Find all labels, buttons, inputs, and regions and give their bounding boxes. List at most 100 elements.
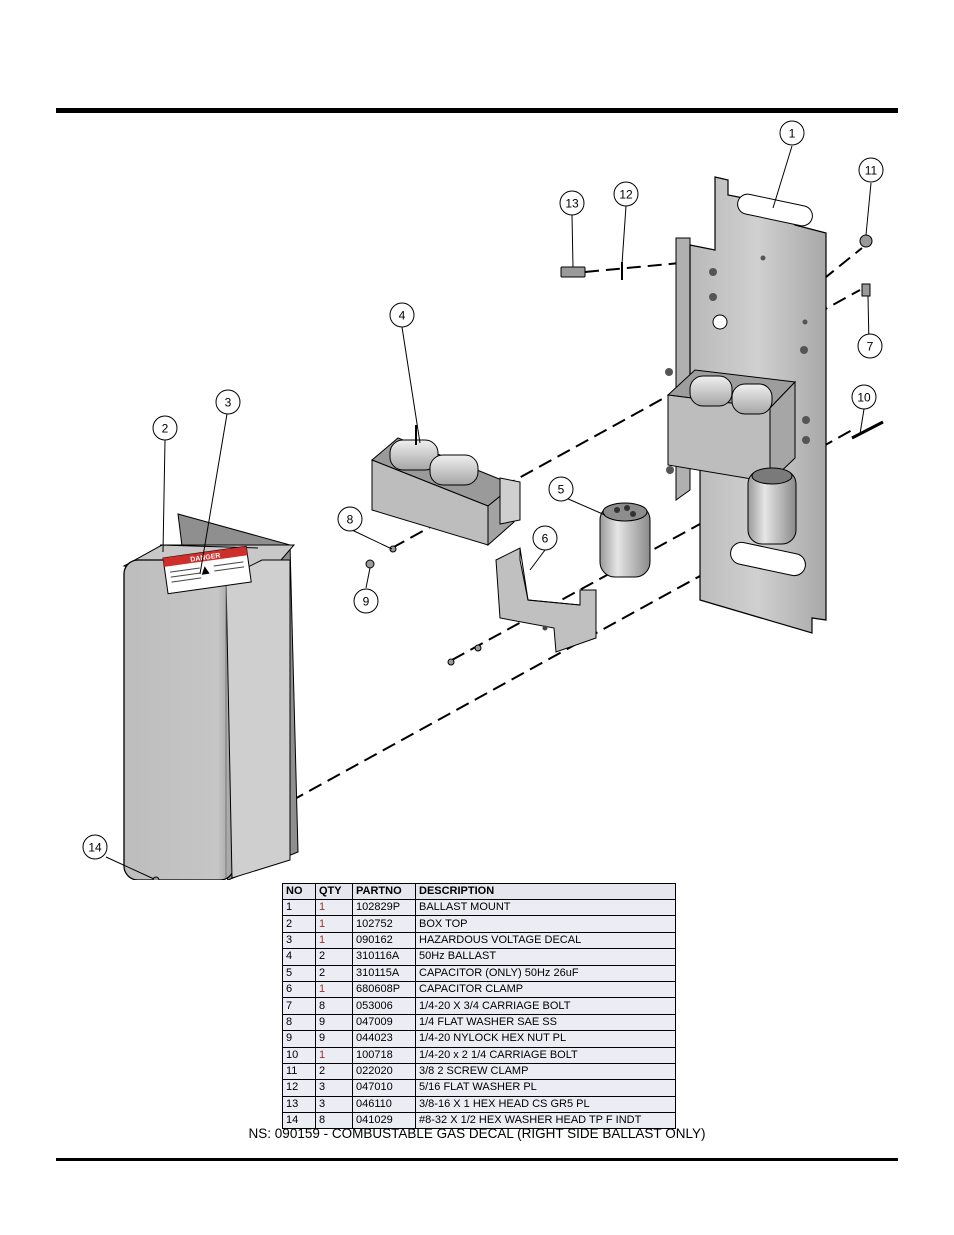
cell-partno: 041029 (352, 1112, 416, 1130)
balloon-9: 9 (353, 588, 379, 614)
cell-no: 11 (282, 1062, 316, 1081)
svg-text:7: 7 (867, 340, 874, 354)
cell-partno: 047010 (352, 1079, 416, 1097)
cell-desc: 5/16 FLAT WASHER PL (415, 1079, 676, 1097)
cell-desc: CAPACITOR CLAMP (415, 980, 676, 999)
cell-no: 2 (282, 915, 316, 933)
balloon-6: 6 (532, 525, 558, 551)
leader-lines (105, 145, 872, 880)
ballast (371, 425, 521, 547)
cell-desc: BALLAST MOUNT (415, 898, 676, 917)
cell-no: 6 (282, 980, 316, 999)
cell-partno: 102829P (352, 898, 416, 917)
cell-qty: 2 (315, 948, 353, 966)
cell-no: 5 (282, 964, 316, 982)
cell-desc: 3/8 2 SCREW CLAMP (415, 1062, 676, 1081)
svg-text:6: 6 (542, 532, 549, 546)
cell-qty: 1 (315, 898, 353, 917)
cell-desc: 50Hz BALLAST (415, 948, 676, 966)
balloon-1: 1 (779, 120, 805, 146)
cell-no: 4 (282, 948, 316, 966)
cell-no: 13 (282, 1095, 316, 1114)
cell-qty: 1 (315, 915, 353, 933)
svg-text:8: 8 (347, 513, 354, 527)
balloon-12: 12 (613, 181, 639, 207)
svg-text:5: 5 (558, 483, 565, 497)
cell-qty: 1 (315, 931, 353, 950)
cell-partno: 046110 (352, 1095, 416, 1114)
balloon-11: 11 (858, 157, 884, 183)
col-header-qty: QTY (315, 883, 353, 900)
cell-partno: 053006 (352, 997, 416, 1015)
cell-qty: 8 (315, 997, 353, 1015)
svg-text:4: 4 (399, 309, 406, 323)
cell-qty: 3 (315, 1079, 353, 1097)
cell-partno: 310116A (352, 948, 416, 966)
cell-partno: 100718 (352, 1046, 416, 1064)
balloon-8: 8 (337, 506, 363, 532)
cell-no: 3 (282, 931, 316, 950)
svg-text:3: 3 (225, 396, 232, 410)
cell-no: 14 (282, 1112, 316, 1130)
col-header-description: DESCRIPTION (415, 883, 676, 900)
cell-desc: #8-32 X 1/2 HEX WASHER HEAD TP F INDT (415, 1112, 676, 1130)
cell-qty: 9 (315, 1030, 353, 1048)
cell-no: 9 (282, 1030, 316, 1048)
balloon-7: 7 (857, 333, 883, 359)
exploded-parts-diagram: DANGER (82, 120, 884, 880)
cell-no: 10 (282, 1046, 316, 1064)
cell-desc: 1/4-20 X 3/4 CARRIAGE BOLT (415, 997, 676, 1015)
balloon-5: 5 (548, 476, 574, 502)
svg-text:13: 13 (565, 197, 579, 211)
hardware (152, 234, 884, 880)
svg-text:11: 11 (865, 164, 878, 178)
cell-desc: HAZARDOUS VOLTAGE DECAL (415, 931, 676, 950)
cell-qty: 2 (315, 1062, 353, 1081)
svg-text:10: 10 (857, 391, 871, 405)
cell-desc: 1/4-20 x 2 1/4 CARRIAGE BOLT (415, 1046, 676, 1064)
parts-table-header: NO QTY PARTNO DESCRIPTION (282, 883, 676, 900)
ns-note: NS: 090159 - COMBUSTABLE GAS DECAL (RIGH… (248, 1126, 706, 1141)
svg-text:2: 2 (162, 422, 169, 436)
header-rule (56, 108, 898, 113)
capacitor (599, 502, 651, 578)
cell-desc: 3/8-16 X 1 HEX HEAD CS GR5 PL (415, 1095, 676, 1114)
cell-partno: 102752 (352, 915, 416, 933)
cell-no: 8 (282, 1013, 316, 1032)
cell-desc: 1/4-20 NYLOCK HEX NUT PL (415, 1030, 676, 1048)
balloon-13: 13 (559, 190, 585, 216)
svg-text:9: 9 (363, 595, 370, 609)
balloon-10: 10 (851, 384, 877, 410)
cell-no: 12 (282, 1079, 316, 1097)
cell-qty: 8 (315, 1112, 353, 1130)
cell-qty: 1 (315, 1046, 353, 1064)
col-header-no: NO (282, 883, 316, 900)
cell-partno: 680608P (352, 980, 416, 999)
hazard-decal: DANGER (162, 545, 252, 595)
balloon-4: 4 (389, 302, 415, 328)
cell-qty: 2 (315, 964, 353, 982)
cell-partno: 044023 (352, 1030, 416, 1048)
cell-partno: 022020 (352, 1062, 416, 1081)
cell-qty: 3 (315, 1095, 353, 1114)
cell-partno: 090162 (352, 931, 416, 950)
col-header-partno: PARTNO (352, 883, 416, 900)
cell-partno: 310115A (352, 964, 416, 982)
ballast-mount-plate (665, 176, 827, 634)
cell-desc: 1/4 FLAT WASHER SAE SS (415, 1013, 676, 1032)
svg-text:14: 14 (88, 841, 102, 855)
